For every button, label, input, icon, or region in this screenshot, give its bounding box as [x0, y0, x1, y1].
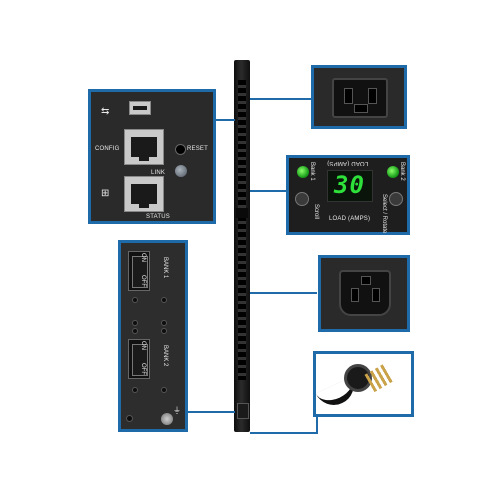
connector-line — [215, 119, 235, 121]
bank2-led-label: Bank 2 — [399, 162, 405, 181]
display-window — [236, 208, 248, 218]
led-readout: 30 — [327, 170, 373, 202]
bank1-label: BANK 1 — [162, 257, 168, 279]
plug-panel — [313, 351, 414, 417]
screw — [161, 328, 167, 334]
bank1-led — [297, 166, 309, 178]
connector-line — [316, 415, 318, 434]
bank2-on-label: ON — [140, 341, 146, 350]
connector-line — [187, 411, 235, 413]
status-ethernet-port[interactable] — [124, 176, 164, 212]
select-rotate-label: Select / Rotate — [381, 194, 387, 234]
screw — [132, 387, 138, 393]
bank2-led — [387, 166, 399, 178]
screw — [132, 297, 138, 303]
screw — [132, 328, 138, 334]
bank2-breaker[interactable] — [128, 339, 150, 379]
display-panel: LOAD (AMPS) Bank 1 30 Bank 2 Scroll LOAD… — [286, 155, 410, 235]
scroll-button[interactable] — [295, 192, 309, 206]
ground-stud — [161, 413, 173, 425]
status-label: STATUS — [146, 214, 170, 220]
scroll-label: Scroll — [313, 204, 319, 220]
bank1-led-label: Bank 1 — [309, 162, 315, 181]
c19-outlet-panel — [311, 65, 407, 129]
load-reading: 30 — [334, 171, 365, 199]
breaker-panel: ON OFF BANK 1 ON OFF BANK 2 ⏚ — [118, 240, 188, 432]
pdu-strip — [234, 60, 250, 432]
select-rotate-button[interactable] — [389, 192, 403, 206]
screw — [161, 320, 167, 326]
status-led — [175, 165, 187, 177]
plug-prongs — [364, 363, 394, 393]
connector-line — [250, 190, 288, 192]
screw — [126, 415, 133, 422]
display-footer-label: LOAD (AMPS) — [329, 216, 371, 222]
bank2-label: BANK 2 — [162, 345, 168, 367]
network-icon: ⊞ — [101, 188, 110, 199]
outlet-column — [238, 80, 246, 380]
usb-port[interactable] — [129, 101, 151, 115]
bank1-on-label: ON — [140, 253, 146, 262]
reset-button[interactable] — [175, 144, 186, 155]
connector-line — [250, 98, 313, 100]
link-label: LINK — [151, 170, 166, 176]
config-label: CONFIG — [95, 146, 120, 152]
bank1-off-label: OFF — [140, 275, 146, 287]
c13-outlet-panel — [318, 255, 410, 332]
ground-icon: ⏚ — [173, 406, 181, 415]
c19-outlet — [332, 78, 388, 118]
usb-icon: ⇆ — [101, 106, 110, 117]
screw — [161, 297, 167, 303]
reset-label: RESET — [187, 146, 209, 152]
link-ethernet-port[interactable] — [124, 129, 164, 165]
screw — [161, 387, 167, 393]
bottom-inlet — [237, 403, 249, 419]
network-panel: ⇆ CONFIG LINK RESET ⊞ STATUS — [88, 89, 216, 224]
screw — [132, 320, 138, 326]
bank2-off-label: OFF — [140, 363, 146, 375]
connector-line — [250, 292, 317, 294]
connector-line — [250, 432, 318, 434]
c13-outlet — [339, 270, 391, 316]
display-header-label: LOAD (AMPS) — [327, 160, 369, 166]
bank1-breaker[interactable] — [128, 251, 150, 291]
